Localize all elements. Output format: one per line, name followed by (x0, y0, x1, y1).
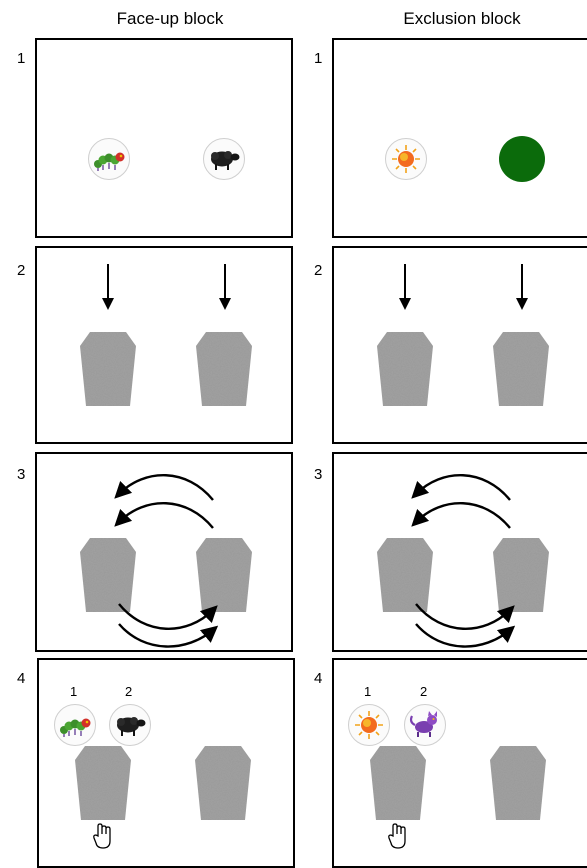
panel-face-up-step3 (35, 452, 293, 652)
down-arrow-icon (218, 264, 232, 310)
step-number-1-right: 1 (314, 50, 323, 67)
exclusion-block-title: Exclusion block (403, 9, 521, 28)
cup-icon (490, 746, 546, 820)
cup-icon (80, 332, 136, 406)
panel-face-up-step4: 1 2 (37, 658, 295, 868)
step-number-2-right: 2 (314, 262, 323, 279)
sun-icon (348, 704, 390, 746)
cup-icon (493, 332, 549, 406)
cup-icon (196, 332, 252, 406)
order-label-2: 2 (125, 684, 133, 699)
step-number-3-right: 3 (314, 466, 323, 483)
purple-cat-icon (404, 704, 446, 746)
cup-icon (195, 746, 251, 820)
sun-icon (385, 138, 427, 180)
order-label-1: 1 (70, 684, 78, 699)
down-arrow-icon (515, 264, 529, 310)
panel-face-up-step2 (35, 246, 293, 444)
black-sheep-icon (203, 138, 245, 180)
down-arrow-icon (101, 264, 115, 310)
panel-exclusion-step1 (332, 38, 587, 238)
swap-arrows-icon (411, 474, 516, 648)
step-number-4-left: 4 (17, 670, 26, 687)
black-sheep-icon (109, 704, 151, 746)
down-arrow-icon (398, 264, 412, 310)
panel-exclusion-step3 (332, 452, 587, 652)
step-number-2-left: 2 (17, 262, 26, 279)
pointing-hand-icon (92, 822, 114, 850)
step-number-4-right: 4 (314, 670, 323, 687)
step-number-3-left: 3 (17, 466, 26, 483)
swap-arrows-icon (114, 474, 219, 648)
pointing-hand-icon (387, 822, 409, 850)
caterpillar-icon (88, 138, 130, 180)
cup-icon (75, 746, 131, 820)
panel-face-up-step1 (35, 38, 293, 238)
order-label-2: 2 (420, 684, 428, 699)
step-number-1-left: 1 (17, 50, 26, 67)
panel-exclusion-step2 (332, 246, 587, 444)
panel-exclusion-step4: 1 2 (332, 658, 587, 868)
cup-icon (377, 332, 433, 406)
cup-icon (370, 746, 426, 820)
green-disk (499, 136, 545, 182)
order-label-1: 1 (364, 684, 372, 699)
caterpillar-icon (54, 704, 96, 746)
face-up-block-title: Face-up block (116, 9, 224, 28)
